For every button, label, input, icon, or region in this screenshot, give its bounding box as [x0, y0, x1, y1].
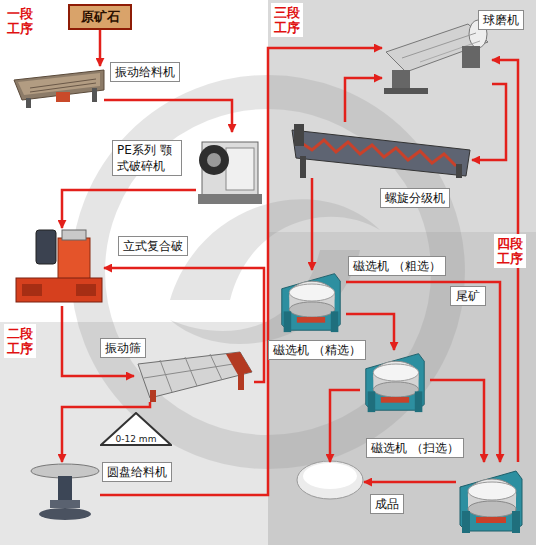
size-triangle: 0-12 mm [100, 412, 172, 446]
flow-arrow [330, 390, 360, 462]
machine-node: PE系列 颚式破碎机 [196, 132, 262, 206]
machine-label: 圆盘给料机 [102, 462, 172, 482]
machine-label: 振动给料机 [110, 62, 180, 82]
machine-node: 立式复合破 [14, 228, 104, 306]
flow-arrow [346, 282, 500, 462]
box-text: 原矿石 [70, 6, 130, 28]
machine-node: 振动筛 [134, 352, 254, 402]
flow-arrow [100, 48, 382, 495]
machine-node: 磁选机 （扫选） [456, 462, 526, 536]
stage-label: 二段 工序 [4, 324, 36, 358]
tailings-box: 尾矿 [450, 286, 486, 306]
machine-label: 螺旋分级机 [380, 188, 450, 208]
size-text: 0-12 mm [100, 434, 172, 444]
flow-arrow [345, 78, 382, 122]
stage-label: 四段 工序 [494, 234, 526, 268]
flow-arrow [62, 190, 196, 228]
machine-label: 成品 [370, 494, 404, 514]
machine-label: 振动筛 [100, 338, 146, 358]
flow-arrow [104, 100, 232, 132]
flow-arrow [104, 268, 264, 382]
flow-arrow [99, 30, 102, 66]
machine-label: 磁选机 （扫选） [366, 438, 464, 458]
machine-node: 成品 [296, 462, 364, 502]
stage-label: 三段 工序 [271, 3, 303, 37]
machine-label: 立式复合破 [118, 236, 188, 256]
raw-ore-box: 原矿石 [68, 4, 132, 30]
machine-node: 球磨机 [382, 22, 492, 96]
flow-arrow [311, 178, 314, 270]
machine-node: 螺旋分级机 [290, 122, 472, 178]
stage-label: 一段 工序 [4, 4, 36, 38]
machine-node: 磁选机 （精选） [360, 350, 430, 412]
box-text: 尾矿 [451, 287, 485, 305]
machine-label: 磁选机 （精选） [268, 340, 366, 360]
machine-node: 振动给料机 [14, 66, 104, 108]
machine-node: 圆盘给料机 [30, 462, 100, 522]
flow-arrow [364, 481, 456, 484]
machine-label: 磁选机 （粗选） [348, 256, 446, 276]
flow-arrow [472, 84, 506, 160]
machine-label: PE系列 颚式破碎机 [112, 140, 182, 176]
machine-node: 磁选机 （粗选） [276, 270, 346, 332]
machine-label: 球磨机 [478, 10, 524, 30]
